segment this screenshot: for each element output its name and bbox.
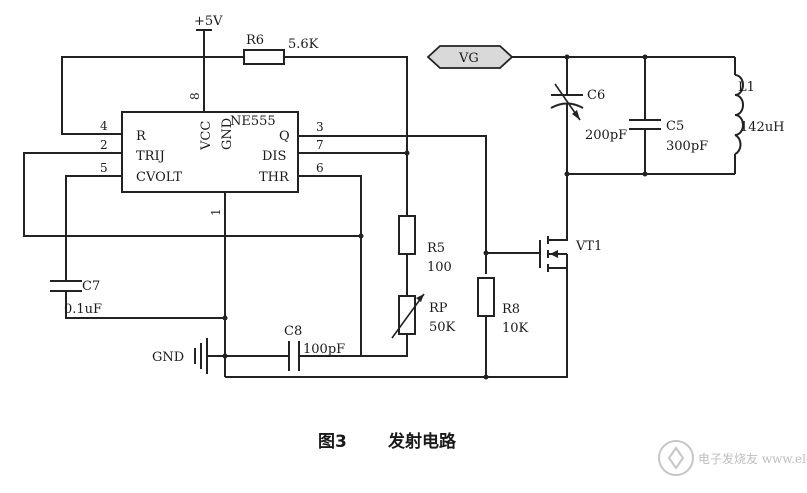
capacitor-c6: C6 200pF [550, 83, 627, 143]
junction-dot [222, 315, 228, 321]
resistor-r8: R8 10K [477, 277, 529, 336]
r8-body [477, 277, 495, 317]
watermark-logo-mark [667, 446, 685, 470]
wire-trig [23, 152, 361, 237]
pin-number-1: 1 [209, 208, 223, 216]
capacitor-c7: C7 0.1uF [50, 279, 102, 317]
vt1-arrow [550, 250, 558, 258]
watermark: 电子发烧友 www.elecfans.com [658, 440, 807, 476]
c6-arrow-head [572, 110, 580, 120]
c5-value: 300pF [666, 139, 708, 154]
ne555-chip: NE555 R TRIJ CVOLT Q DIS THR VCC GND 4 2… [100, 92, 324, 216]
r6-body [243, 49, 285, 65]
pin-label-vcc: VCC [199, 121, 214, 151]
c7-value: 0.1uF [64, 302, 102, 317]
c5-name: C5 [666, 119, 684, 134]
junction-dot [564, 54, 570, 60]
vcc-label: +5V [194, 14, 223, 29]
inductor-l1: L1 142uH [734, 74, 785, 155]
wire-rp-bottom [361, 334, 408, 357]
r8-value: 10K [502, 321, 529, 336]
pin-label-r: R [136, 129, 147, 144]
pin-number-7: 7 [316, 138, 324, 152]
c6-plate-bottom [550, 102, 584, 109]
wire-ground-rail [225, 275, 568, 378]
pin-label-q: Q [279, 129, 290, 144]
pin-label-dis: DIS [262, 149, 286, 164]
watermark-logo [658, 440, 694, 476]
resistor-r5: R5 100 [398, 215, 452, 275]
vg-label: VG [458, 51, 479, 66]
capacitor-c5: C5 300pF [629, 119, 708, 154]
ground-symbol: GND [152, 338, 208, 374]
c6-name: C6 [587, 88, 605, 103]
pin-number-6: 6 [316, 161, 324, 175]
pin-number-4: 4 [100, 119, 108, 133]
wire-q-output [298, 135, 487, 274]
wire-reset-to-r6 [61, 56, 244, 135]
r5-value: 100 [427, 260, 452, 275]
c8-value: 100pF [303, 342, 345, 357]
r6-name: R6 [246, 33, 264, 48]
watermark-text: 电子发烧友 www.elecfans.com [698, 451, 807, 466]
junction-dot [483, 250, 489, 256]
pin-label-thr: THR [259, 170, 290, 185]
junction-dot [222, 353, 228, 359]
rp-arrow-head [416, 294, 424, 302]
l1-name: L1 [738, 80, 755, 95]
pin-number-3: 3 [316, 120, 324, 134]
r5-body [398, 215, 416, 255]
pin-number-5: 5 [100, 161, 108, 175]
vt1-drain [548, 234, 568, 241]
c6-value: 200pF [585, 128, 627, 143]
wire-r6-to-dis [284, 56, 408, 150]
wire-c7-gnd [65, 291, 225, 319]
junction-dot [404, 150, 410, 156]
vt1-name: VT1 [575, 239, 602, 254]
capacitor-c8: C8 100pF [284, 324, 345, 371]
junction-dot [642, 54, 648, 60]
r8-name: R8 [502, 302, 520, 317]
rp-adjust-arrow [391, 293, 425, 339]
chip-body [121, 111, 299, 193]
r5-name: R5 [427, 241, 445, 256]
l1-coil [734, 74, 744, 155]
junction-dot [358, 233, 364, 239]
pin-number-2: 2 [100, 138, 108, 152]
potentiometer-rp: RP 50K [391, 293, 456, 339]
junction-dot [642, 171, 648, 177]
chip-name: NE555 [230, 114, 276, 129]
gnd-label: GND [152, 350, 184, 365]
vg-input-tag: VG [426, 45, 514, 69]
wire-cvolt [65, 175, 122, 281]
junctions [222, 54, 648, 380]
figure-number: 图3 [318, 432, 347, 452]
vt1-source [548, 267, 568, 275]
r6-value: 5.6K [288, 37, 319, 52]
l1-value: 142uH [740, 120, 785, 135]
wire-thr [298, 175, 362, 356]
junction-dot [564, 171, 570, 177]
wiring [23, 29, 736, 378]
pin-label-cvolt: CVOLT [136, 170, 182, 185]
resistor-r6: R6 5.6K [243, 33, 319, 65]
rp-name: RP [429, 301, 448, 316]
rp-body [398, 295, 416, 335]
junction-dot [483, 374, 489, 380]
pin-label-trij: TRIJ [136, 149, 165, 164]
figure-title: 发射电路 [387, 431, 457, 452]
transistor-vt1: VT1 [539, 234, 602, 275]
rp-value: 50K [429, 320, 456, 335]
pin-number-8: 8 [188, 92, 202, 100]
vg-tag-shape [426, 45, 514, 69]
c7-name: C7 [82, 279, 100, 294]
c8-name: C8 [284, 324, 302, 339]
pin-label-gnd: GND [220, 118, 235, 150]
